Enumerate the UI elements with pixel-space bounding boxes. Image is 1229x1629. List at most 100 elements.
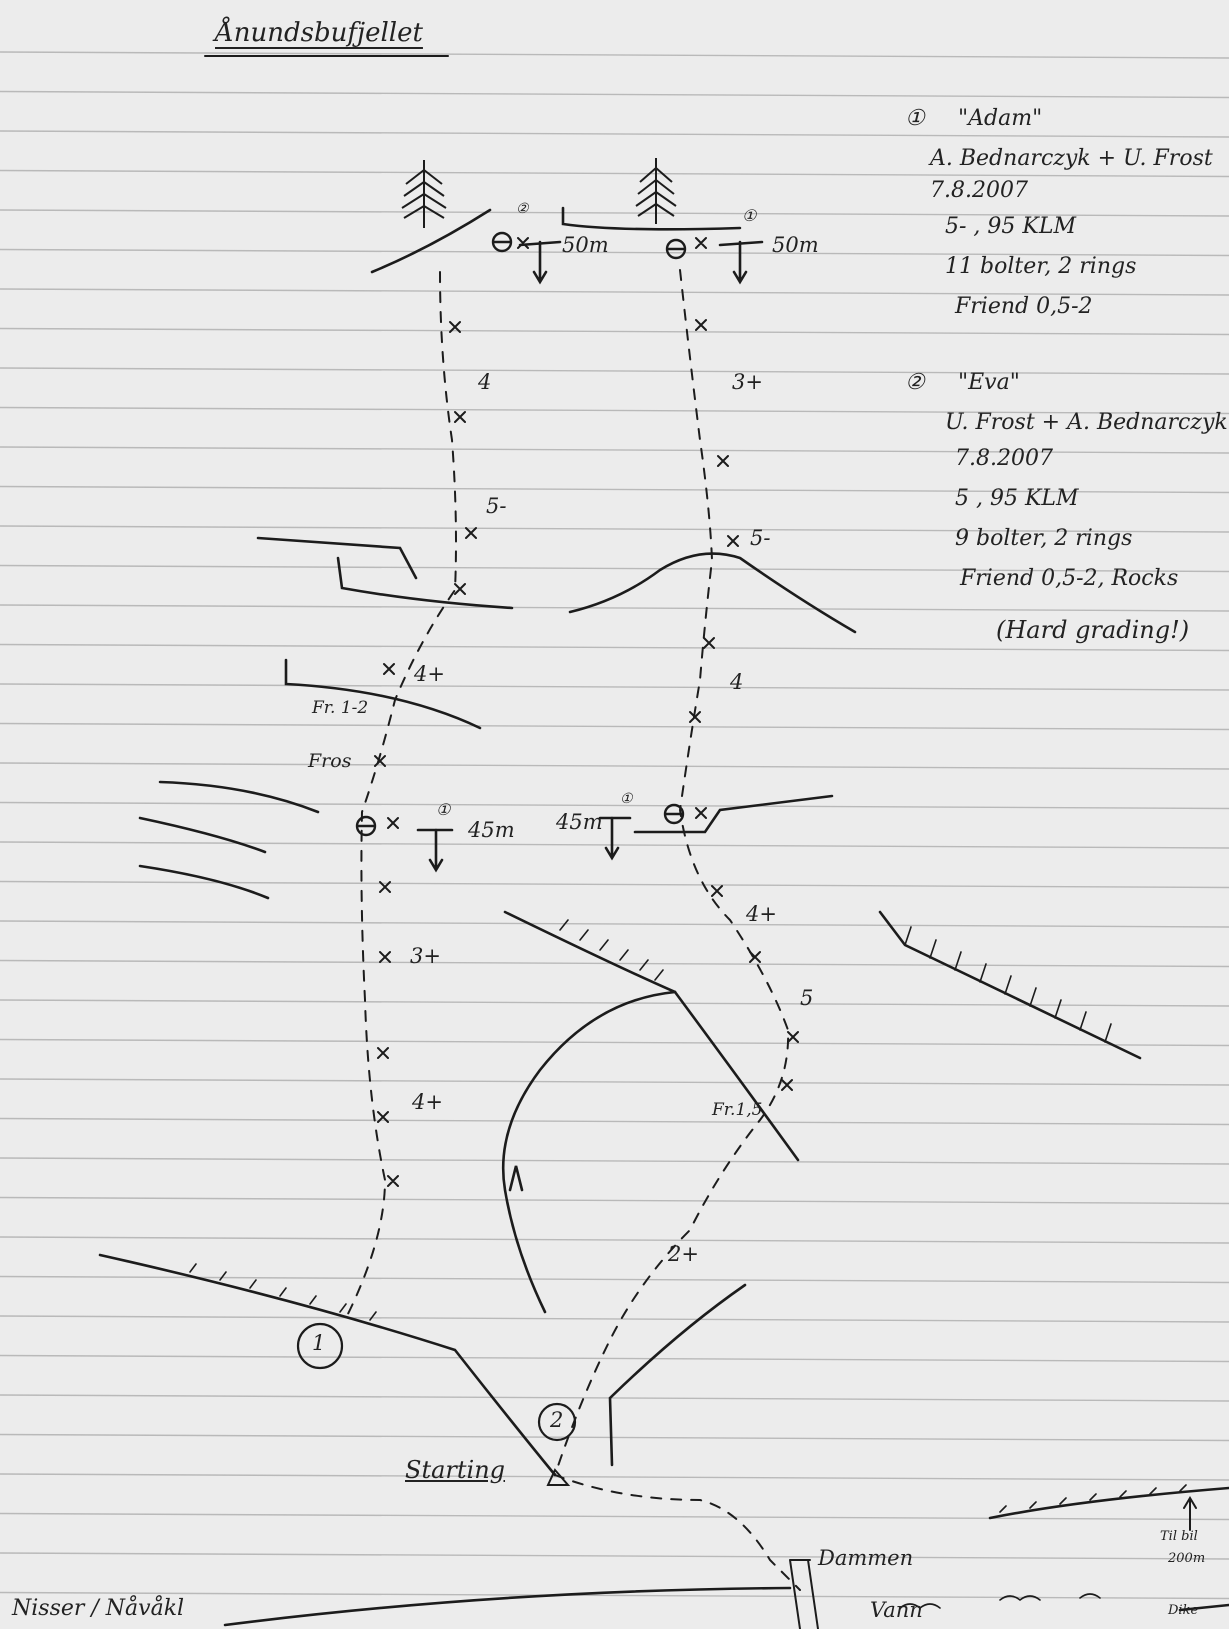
- dam-label: Dammen: [818, 1546, 914, 1570]
- route-grade: 5- , 95 KLM: [945, 214, 1076, 239]
- route-authors: U. Frost + A. Bednarczyk: [945, 410, 1228, 435]
- pitch-grade: 4+: [412, 1090, 443, 1114]
- route-gear: Friend 0,5-2, Rocks: [960, 566, 1179, 591]
- ruled-line: [0, 1157, 1229, 1165]
- ruled-line: [0, 683, 1229, 691]
- bottom-right-note: Til bil: [1160, 1529, 1198, 1544]
- pitch-grade: 5: [800, 986, 814, 1010]
- ruled-line: [0, 90, 1229, 99]
- pitch-grade: 4: [730, 670, 744, 694]
- rappel-arrow: [532, 240, 548, 285]
- ruled-line: [0, 51, 1229, 59]
- bottom-right-note: 200m: [1168, 1551, 1206, 1566]
- ruled-line: [0, 248, 1229, 257]
- route-1-marker: 1: [312, 1331, 326, 1355]
- route-2-start-circle: [537, 1402, 577, 1442]
- path: [988, 1486, 1229, 1520]
- ruled-line: [0, 1315, 1229, 1323]
- pitch-grade: 5-: [486, 494, 507, 518]
- rock-ledge: [138, 816, 267, 854]
- ruled-line: [0, 130, 1229, 138]
- ruled-line: [0, 1117, 1229, 1126]
- ruled-line: [0, 1078, 1229, 1086]
- route-2-line: [553, 269, 801, 1591]
- anchor-number: ①: [620, 791, 633, 807]
- ruled-line: [0, 1512, 1229, 1521]
- rappel-arrow: [732, 240, 748, 285]
- friend-note: Fr.1,5: [712, 1100, 763, 1120]
- pitch-grade: 5-: [750, 526, 771, 550]
- ruled-line: [0, 643, 1229, 652]
- route-note: (Hard grading!): [996, 616, 1190, 644]
- ruled-line: [0, 920, 1229, 928]
- rock-ledge: [633, 794, 834, 834]
- rock-ledge: [256, 536, 418, 580]
- ruled-line: [0, 880, 1229, 889]
- ruled-line: [0, 801, 1229, 810]
- rock-slab: [501, 990, 677, 1314]
- rock-ledge: [138, 864, 270, 900]
- ruled-line: [0, 999, 1229, 1007]
- ruled-line: [0, 1394, 1229, 1402]
- rock-ledge: [284, 658, 482, 730]
- bottom-right-note: Dike: [1168, 1603, 1199, 1618]
- friend-note: Fr. 1-2: [312, 698, 369, 718]
- ruled-line: [0, 446, 1229, 454]
- ruled-line: [0, 564, 1229, 573]
- frost-note: Fros: [308, 750, 352, 772]
- ruled-line: [0, 841, 1229, 849]
- rappel-length: 45m: [468, 818, 515, 842]
- ruled-line: [0, 1275, 1229, 1284]
- pitch-grade: 4: [478, 370, 492, 394]
- route-gear: Friend 0,5-2: [955, 294, 1093, 319]
- anchor-number: ①: [436, 800, 451, 819]
- ruled-line: [0, 1433, 1229, 1442]
- ruled-line: [0, 169, 1229, 178]
- ruled-line: [0, 722, 1229, 731]
- rock-ledge: [370, 208, 492, 274]
- route-1-start-circle: [296, 1322, 344, 1370]
- lake-label: Vann: [870, 1598, 923, 1622]
- ruled-line: [0, 288, 1229, 296]
- page-title: Ånundsbufjellet: [215, 18, 423, 48]
- rock-edge: [673, 990, 800, 1162]
- pitch-grade: 2+: [668, 1242, 699, 1266]
- rappel-arrow: [428, 828, 444, 873]
- pitch-grade: 4+: [746, 902, 777, 926]
- rock-ledge: [158, 780, 320, 814]
- route-grade: 5 , 95 KLM: [955, 486, 1079, 511]
- route-bolts: 11 bolter, 2 rings: [945, 254, 1137, 279]
- rock-ledge: [503, 910, 677, 994]
- ruled-line: [0, 1552, 1229, 1560]
- start-label: Starting: [405, 1456, 506, 1484]
- rappel-length: 50m: [562, 233, 609, 257]
- route-bolts: 9 bolter, 2 rings: [955, 526, 1133, 551]
- rock-arete: [568, 552, 857, 634]
- ruled-line: [0, 485, 1229, 494]
- rock-base: [608, 1283, 747, 1467]
- route-date: 7.8.2007: [930, 178, 1028, 203]
- direction-arrow: [508, 1165, 524, 1192]
- ruled-line: [0, 1038, 1229, 1047]
- ruled-line: [0, 1354, 1229, 1363]
- rappel-length: 45m: [556, 810, 603, 834]
- ruled-line: [0, 525, 1229, 533]
- ruled-line: [0, 367, 1229, 375]
- rappel-arrow: [604, 816, 620, 861]
- route-authors: A. Bednarczyk + U. Frost: [930, 146, 1213, 171]
- route-1-line: [344, 271, 457, 1321]
- pitch-grade: 3+: [732, 370, 763, 394]
- route-name: "Eva": [958, 370, 1020, 395]
- route-number: ①: [905, 106, 925, 131]
- pitch-grade: 3+: [410, 944, 441, 968]
- rappel-length: 50m: [772, 233, 819, 257]
- rock-base: [98, 1253, 557, 1477]
- pine-tree-icon: [635, 158, 677, 224]
- route-2-marker: 2: [550, 1408, 564, 1432]
- ruled-line: [0, 762, 1229, 770]
- ruled-line: [0, 1196, 1229, 1205]
- bottom-left-note: Nisser / Nåvåkl: [12, 1596, 185, 1621]
- anchor-number: ②: [516, 201, 529, 217]
